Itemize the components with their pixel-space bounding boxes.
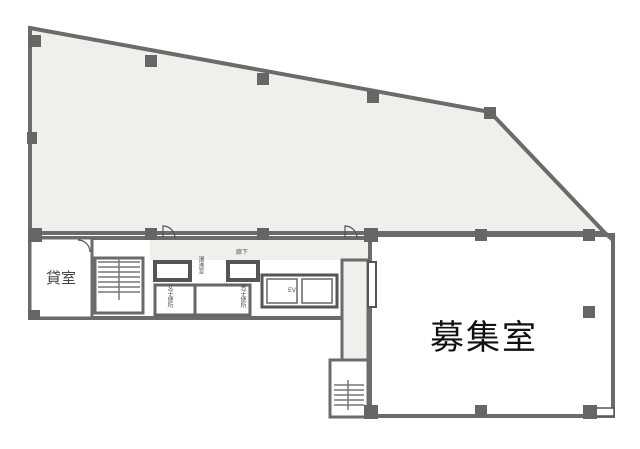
columns [27,35,597,419]
womens-restroom-label: 女子便所 [166,284,173,308]
leased-room [28,236,94,320]
corridor [150,240,368,260]
corridor-down [340,258,370,362]
elevator-label: EV [288,287,296,294]
vacant-room-label: 募集室 [430,318,538,358]
leased-room-label: 貸室 [46,269,77,287]
stairs-lower [328,358,370,419]
kitchenette-label: 湯沸室 [197,256,204,274]
elevator [260,273,339,309]
upper-area [28,25,610,235]
mens-restroom-label: 男子便所 [239,284,246,308]
vacant-room [368,233,615,418]
corridor-label: 廊下 [236,249,249,256]
